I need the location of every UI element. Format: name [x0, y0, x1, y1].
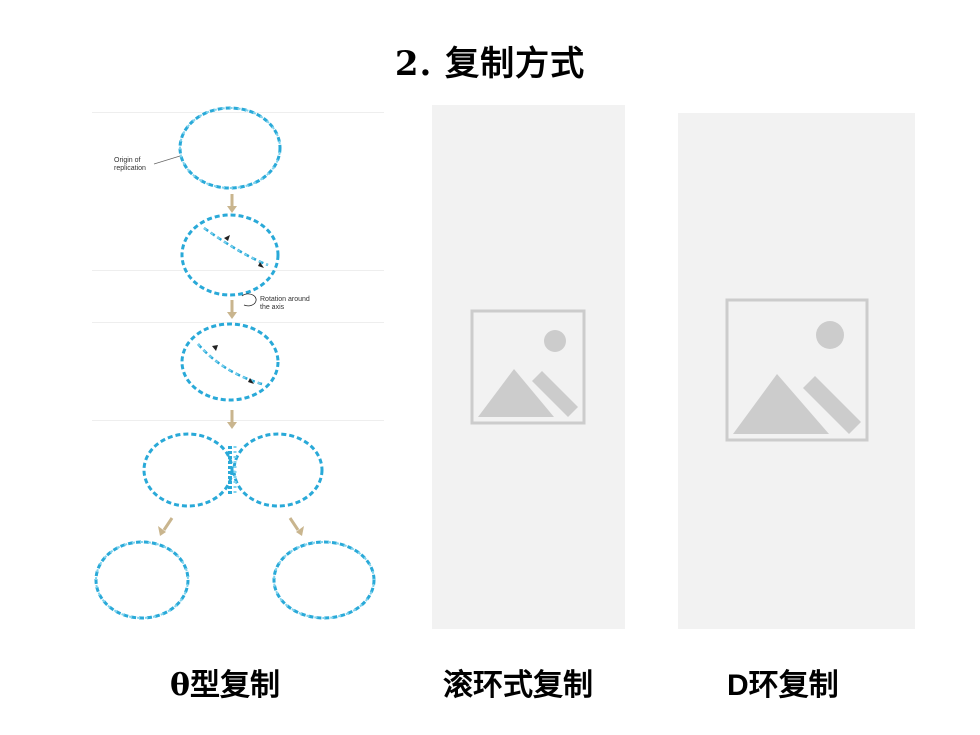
image-placeholder-icon [470, 309, 586, 425]
dna-circle-stage2 [180, 213, 280, 297]
d-loop-caption: D环复制 [727, 669, 839, 702]
theta-replication-diagram: Origin of replication Rotation around th… [92, 100, 384, 635]
origin-label-1: Origin of [114, 157, 141, 164]
origin-pointer [153, 155, 181, 165]
down-arrow-3 [227, 410, 237, 429]
daughter-circle-right [272, 540, 376, 620]
dna-circle-stage3 [180, 322, 280, 402]
diag-arrow-right [288, 517, 304, 536]
dna-theta-structure [142, 432, 324, 508]
rotation-label-1: Rotation around [260, 296, 310, 303]
rotation-arrow [241, 293, 257, 307]
slide-title: 2. 复制方式 [394, 44, 586, 84]
d-loop-image-placeholder [678, 113, 915, 629]
dna-circle-stage1 [178, 106, 282, 190]
rolling-circle-caption: 滚环式复制 [443, 668, 593, 703]
theta-replication-caption: θ型复制 [170, 668, 281, 703]
rolling-circle-image-placeholder [432, 105, 625, 629]
origin-label-2: replication [114, 165, 146, 172]
theta-diagram-svg: Origin of replication Rotation around th… [92, 106, 384, 620]
rotation-label-2: the axis [260, 304, 285, 311]
daughter-circle-left [94, 540, 190, 620]
diag-arrow-left [158, 517, 174, 536]
down-arrow-1 [227, 194, 237, 213]
down-arrow-2 [227, 300, 237, 319]
image-placeholder-icon [725, 298, 869, 442]
